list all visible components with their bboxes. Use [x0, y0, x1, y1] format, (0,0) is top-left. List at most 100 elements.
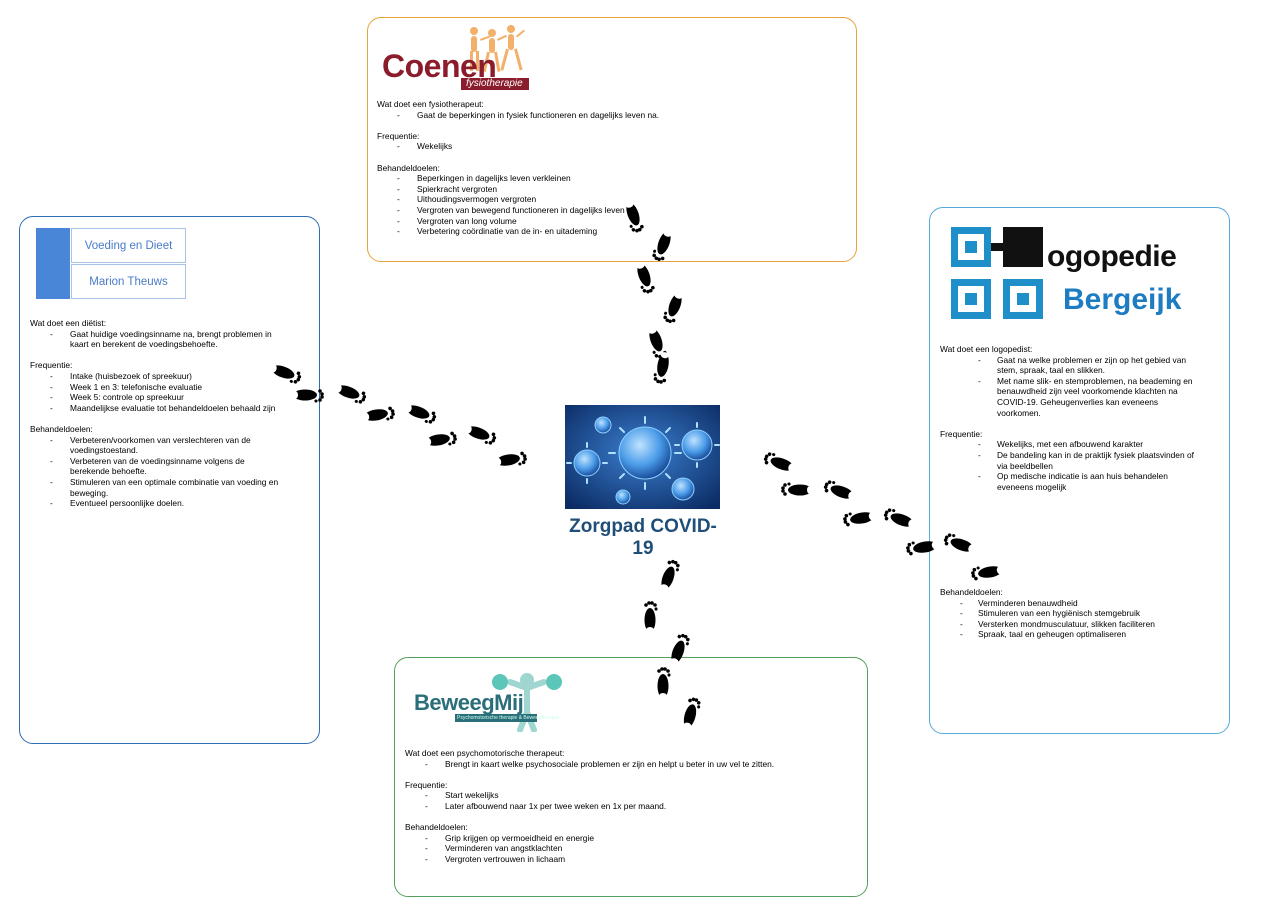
fysio-a2-list: Wekelijks — [377, 141, 837, 152]
fysio-text: Wat doet een fysiotherapeut: Gaat de bep… — [377, 99, 837, 237]
footprint-icon — [650, 228, 674, 263]
pmt-a2-list: Start wekelijksLater afbouwend naar 1x p… — [405, 790, 845, 811]
pmt-q1: Wat doet een psychomotorische therapeut: — [405, 748, 565, 758]
beweegmij-sub: Psychomotorische therapie & Beweegtherap… — [457, 715, 560, 721]
pmt-q3: Behandeldoelen: — [405, 822, 468, 833]
dieet-a1-list: Gaat huidige voedingsinname na, brengt p… — [30, 329, 285, 350]
pmt-a3-list: Grip krijgen op vermoeidheid en energieV… — [405, 833, 845, 865]
dancers-icon — [470, 25, 525, 72]
logo-text-2: Behandeldoelen: Verminderen benauwdheidS… — [940, 587, 1195, 640]
list-item: Beperkingen in dagelijks leven verkleine… — [377, 173, 837, 184]
beweegmij-word: BeweegMij — [414, 690, 524, 715]
footprint-icon — [882, 506, 917, 530]
list-item: Spraak, taal en geheugen optimaliseren — [940, 629, 1195, 640]
fysio-a3-list: Beperkingen in dagelijks leven verkleine… — [377, 173, 837, 237]
logo-q3: Behandeldoelen: — [940, 587, 1003, 597]
dieet-a2-list: Intake (huisbezoek of spreekuur)Week 1 e… — [30, 371, 285, 413]
voeding-logo-line2: Marion Theuws — [71, 264, 186, 299]
footprint-icon — [268, 362, 303, 386]
logo-a2-list: Wekelijks, met een afbouwend karakterDe … — [940, 439, 1195, 492]
pmt-q2: Frequentie: — [405, 779, 448, 790]
list-item: Wekelijks, met een afbouwend karakter — [940, 439, 1195, 450]
coenen-word: Coenen — [382, 48, 497, 84]
footprint-icon — [905, 537, 939, 556]
logo-q2: Frequentie: — [940, 428, 983, 439]
footprint-icon — [292, 389, 324, 403]
list-item: Vergroten van bewegend functioneren in d… — [377, 205, 837, 216]
list-item: Maandelijkse evaluatie tot behandeldoele… — [30, 403, 285, 414]
list-item: Vergroten van long volume — [377, 216, 837, 227]
person-balls-icon — [492, 673, 562, 732]
footprint-icon — [822, 478, 857, 502]
footprint-icon — [494, 451, 528, 470]
logo-a1-list: Gaat na welke problemen er zijn op het g… — [940, 355, 1195, 419]
list-item: De bandeling kan in de praktijk fysiek p… — [940, 450, 1195, 471]
list-item: Week 5: controle op spreekuur — [30, 392, 285, 403]
list-item: Verbeteren van de voedingsinname volgens… — [30, 456, 285, 477]
list-item: Brengt in kaart welke psychosociale prob… — [405, 759, 845, 770]
list-item: Wekelijks — [377, 141, 837, 152]
logo-q1: Wat doet een logopedist: — [940, 344, 1033, 354]
footprint-icon — [781, 482, 813, 496]
logopedie-sub: Bergeijk — [1063, 283, 1182, 316]
pmt-text: Wat doet een psychomotorische therapeut:… — [405, 748, 845, 865]
dieet-q1: Wat doet een diëtist: — [30, 318, 107, 328]
footprint-icon — [403, 402, 438, 426]
footprint-icon — [463, 423, 498, 447]
fysio-a1-list: Gaat de beperkingen in fysiek functioner… — [377, 110, 837, 121]
voeding-logo-line1: Voeding en Dieet — [71, 228, 186, 263]
list-item: Eventueel persoonlijke doelen. — [30, 498, 285, 509]
footprint-icon — [668, 632, 692, 667]
list-item: Intake (huisbezoek of spreekuur) — [30, 371, 285, 382]
list-item: Gaat huidige voedingsinname na, brengt p… — [30, 329, 285, 350]
list-item: Verbeteren/voorkomen van verslechteren v… — [30, 435, 285, 456]
footprint-icon — [644, 601, 658, 633]
footprint-icon — [661, 290, 685, 325]
footprint-icon — [333, 382, 368, 406]
pmt-a1-list: Brengt in kaart welke psychosociale prob… — [405, 759, 845, 770]
list-item: Spierkracht vergroten — [377, 184, 837, 195]
footprint-icon — [657, 667, 671, 699]
dieet-text: Wat doet een diëtist: Gaat huidige voedi… — [30, 318, 285, 509]
footprint-icon — [424, 431, 458, 450]
center-title: Zorgpad COVID-19 — [569, 516, 717, 559]
list-item: Start wekelijks — [405, 790, 845, 801]
dieet-a3-list: Verbeteren/voorkomen van verslechteren v… — [30, 435, 285, 509]
list-item: Stimuleren van een hygiënisch stemgebrui… — [940, 608, 1195, 619]
list-item: Op medische indicatie is aan huis behand… — [940, 471, 1195, 492]
logo-text: Wat doet een logopedist: Gaat na welke p… — [940, 344, 1195, 492]
logo-a3-list: Verminderen benauwdheidStimuleren van ee… — [940, 598, 1195, 640]
footprint-icon — [762, 450, 797, 474]
fysio-q1: Wat doet een fysiotherapeut: — [377, 99, 484, 109]
beweegmij-bar — [455, 714, 537, 722]
footprint-icon — [621, 199, 645, 235]
dieet-q2: Frequentie: — [30, 360, 73, 371]
footprint-icon — [942, 531, 977, 555]
list-item: Vergroten vertrouwen in lichaam — [405, 854, 845, 865]
dieet-q3: Behandeldoelen: — [30, 423, 93, 434]
fysio-q3: Behandeldoelen: — [377, 162, 440, 173]
footprint-icon — [842, 508, 876, 527]
logopedie-title: ogopedie — [1047, 240, 1177, 273]
footprint-icon — [362, 406, 396, 425]
footprint-icon — [632, 260, 656, 296]
footprint-icon — [970, 562, 1004, 581]
fysio-q2: Frequentie: — [377, 130, 420, 141]
list-item: Uithoudingsvermogen vergroten — [377, 194, 837, 205]
footprint-icon — [681, 696, 703, 731]
list-item: Stimuleren van een optimale combinatie v… — [30, 477, 285, 498]
list-item: Verminderen van angstklachten — [405, 843, 845, 854]
list-item: Verminderen benauwdheid — [940, 598, 1195, 609]
list-item: Week 1 en 3: telefonische evaluatie — [30, 382, 285, 393]
coenen-sub: fysiotherapie — [466, 78, 523, 89]
coenen-band — [461, 78, 529, 90]
voeding-logo-bar — [36, 228, 70, 299]
list-item: Gaat na welke problemen er zijn op het g… — [940, 355, 1195, 376]
list-item: Grip krijgen op vermoeidheid en energie — [405, 833, 845, 844]
list-item: Later afbouwend naar 1x per twee weken e… — [405, 801, 845, 812]
cross-logo-icon — [951, 227, 1043, 319]
list-item: Gaat de beperkingen in fysiek functioner… — [377, 110, 837, 121]
footprint-icon — [658, 558, 682, 593]
list-item: Versterken mondmusculatuur, slikken faci… — [940, 619, 1195, 630]
